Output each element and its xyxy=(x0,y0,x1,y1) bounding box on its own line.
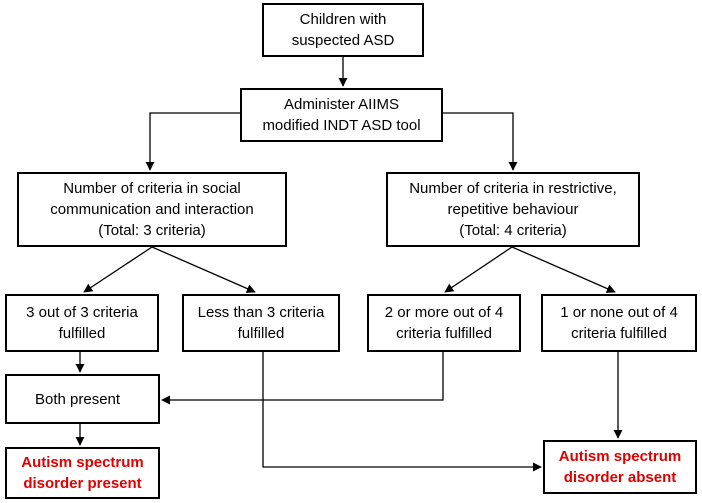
node-restrictive-criteria-not-met: 1 or none out of 4 criteria fulfilled xyxy=(541,294,697,352)
node-social-criteria-not-met-label: Less than 3 criteria fulfilled xyxy=(197,304,325,342)
node-social-communication: Number of criteria in social communicati… xyxy=(17,172,287,247)
node-asd-present: Autism spectrum disorder present xyxy=(5,447,160,499)
node-both-present-label: Both present xyxy=(35,390,121,408)
arrow-administer-to-social xyxy=(145,112,240,171)
node-administer-tool: Administer AIIMS modified INDT ASD tool xyxy=(240,88,443,142)
node-both-present: Both present xyxy=(5,374,160,424)
node-social-criteria-not-met: Less than 3 criteria fulfilled xyxy=(182,294,340,352)
node-social-communication-label: Number of criteria in social communicati… xyxy=(50,180,254,239)
arrow-administer-to-restrictive xyxy=(443,112,518,171)
node-asd-present-label: Autism spectrum disorder present xyxy=(21,454,144,492)
arrow-restrictive-to-met xyxy=(444,246,513,293)
node-restrictive-behaviour: Number of criteria in restrictive, repet… xyxy=(386,172,640,247)
node-children-suspected-asd: Children with suspected ASD xyxy=(262,3,424,57)
node-social-criteria-met: 3 out of 3 criteria fulfilled xyxy=(5,294,159,352)
node-social-criteria-met-label: 3 out of 3 criteria fulfilled xyxy=(26,304,138,342)
node-asd-absent: Autism spectrum disorder absent xyxy=(543,440,697,494)
arrow-social-not-met-to-absent xyxy=(262,352,542,472)
arrow-social-to-not-met xyxy=(151,246,256,293)
arrow-restrictive-met-to-both xyxy=(161,352,444,405)
node-restrictive-criteria-met-label: 2 or more out of 4 criteria fulfilled xyxy=(384,304,504,342)
node-children-suspected-asd-label: Children with suspected ASD xyxy=(291,11,395,49)
node-restrictive-criteria-not-met-label: 1 or none out of 4 criteria fulfilled xyxy=(560,304,678,342)
node-restrictive-behaviour-label: Number of criteria in restrictive, repet… xyxy=(409,180,617,239)
arrow-social-to-met xyxy=(83,246,153,293)
node-asd-absent-label: Autism spectrum disorder absent xyxy=(558,448,682,486)
arrow-restrictive-to-not-met xyxy=(511,246,616,293)
node-restrictive-criteria-met: 2 or more out of 4 criteria fulfilled xyxy=(367,294,521,352)
node-administer-tool-label: Administer AIIMS modified INDT ASD tool xyxy=(262,96,421,134)
